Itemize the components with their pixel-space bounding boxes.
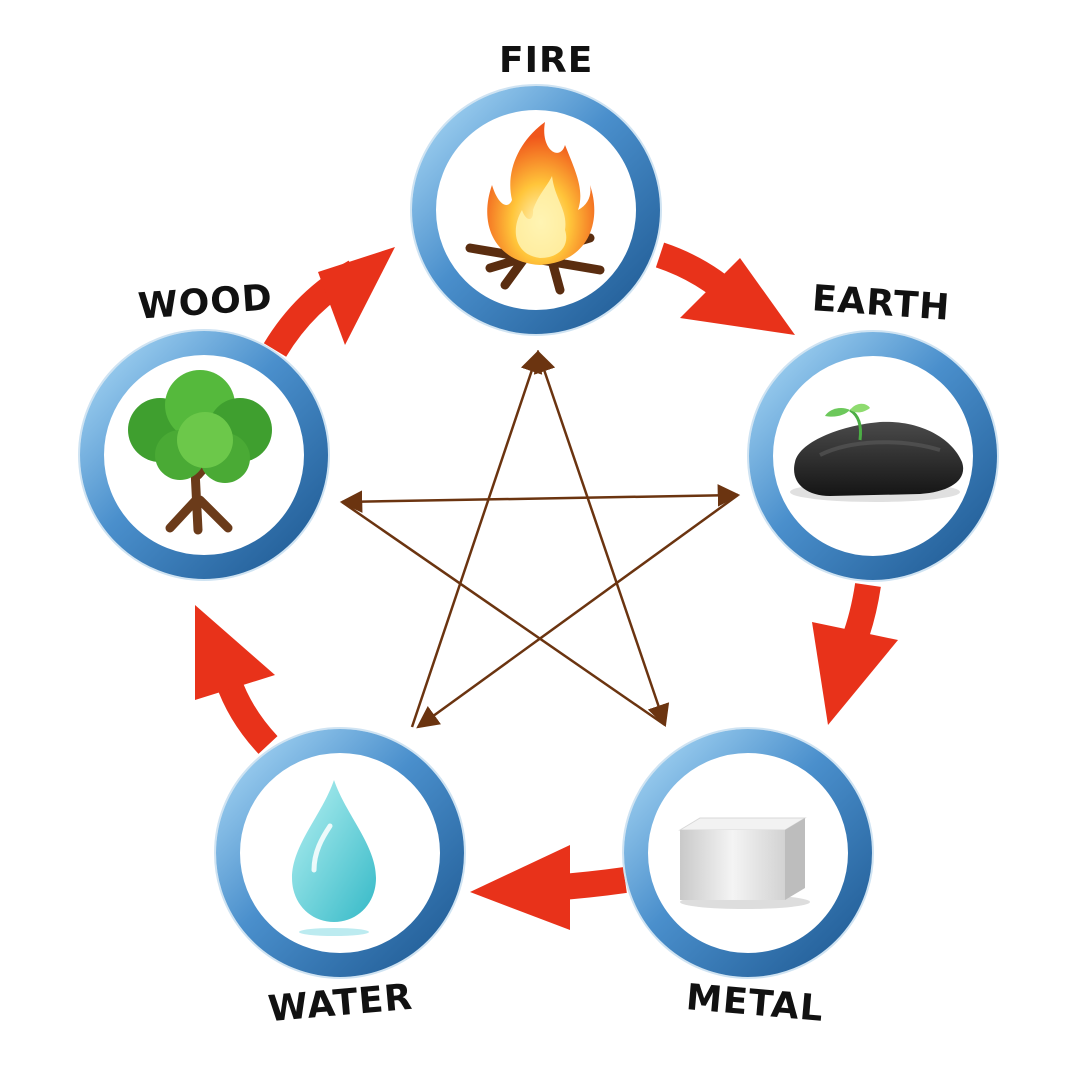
star-line-fire-metal bbox=[533, 349, 670, 728]
earth-node bbox=[747, 330, 999, 582]
star-line-earth-water bbox=[416, 493, 739, 729]
arrow-fire-to-earth-head bbox=[680, 258, 795, 335]
fire-icon bbox=[465, 122, 605, 295]
generation-cycle bbox=[195, 242, 898, 930]
rock-with-sprout-icon bbox=[790, 403, 964, 502]
metal-cube-icon bbox=[678, 817, 810, 909]
arrow-metal-to-water-head bbox=[470, 845, 570, 930]
metal-node bbox=[622, 727, 874, 979]
arrow-earth-to-metal-head bbox=[812, 622, 898, 725]
water-drop-icon bbox=[292, 780, 376, 936]
control-star bbox=[339, 349, 741, 729]
tree-icon bbox=[128, 370, 272, 535]
star-line-wood-metal bbox=[341, 500, 666, 727]
star-line-fire-water bbox=[410, 349, 543, 728]
fire-node bbox=[410, 84, 662, 336]
arrow-wood-to-fire-head bbox=[318, 247, 395, 345]
arrow-water-to-wood-head bbox=[195, 605, 275, 700]
water-node bbox=[214, 727, 466, 979]
arrow-water-to-wood bbox=[215, 675, 278, 754]
wood-node bbox=[78, 329, 330, 581]
fire-label: FIRE bbox=[499, 40, 594, 81]
star-line-wood-earth bbox=[339, 484, 741, 513]
